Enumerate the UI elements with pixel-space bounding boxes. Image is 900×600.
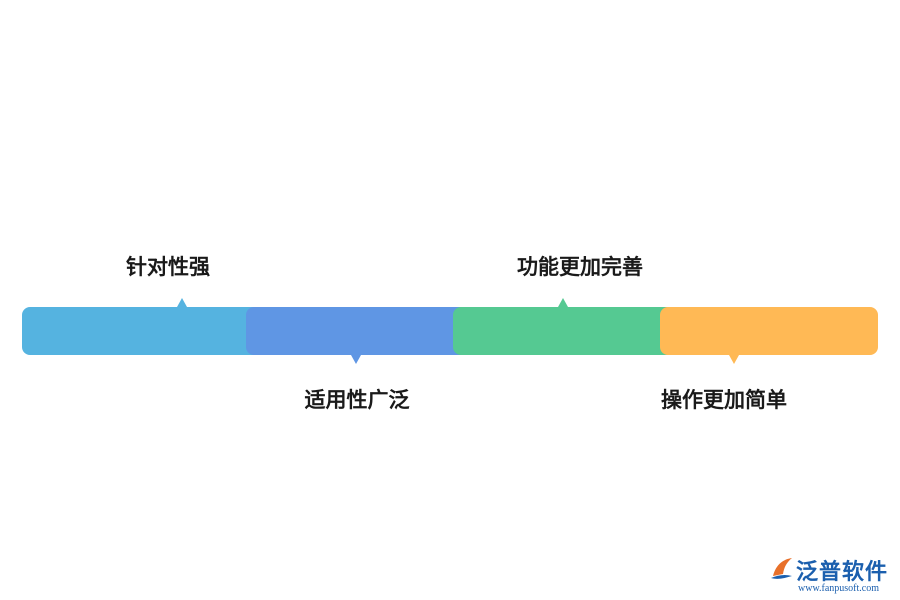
brand-logo: 泛普软件 www.fanpusoft.com: [770, 554, 894, 596]
brand-name: 泛普软件: [796, 560, 889, 585]
pointer-down-4: [729, 355, 739, 364]
feature-label-4: 操作更加简单: [661, 388, 787, 412]
feature-label-3: 功能更加完善: [517, 255, 643, 279]
timeline-segment-4: [660, 307, 878, 355]
pointer-up-3: [558, 298, 568, 307]
timeline-segment-2: [246, 307, 478, 355]
feature-label-1: 针对性强: [126, 255, 210, 279]
fanpu-logo-icon: [771, 558, 792, 579]
pointer-down-2: [351, 355, 361, 364]
timeline-segment-3: [453, 307, 685, 355]
pointer-up-1: [177, 298, 187, 307]
feature-label-2: 适用性广泛: [304, 388, 410, 412]
brand-url: www.fanpusoft.com: [798, 583, 880, 594]
timeline-segment-1: [22, 307, 272, 355]
